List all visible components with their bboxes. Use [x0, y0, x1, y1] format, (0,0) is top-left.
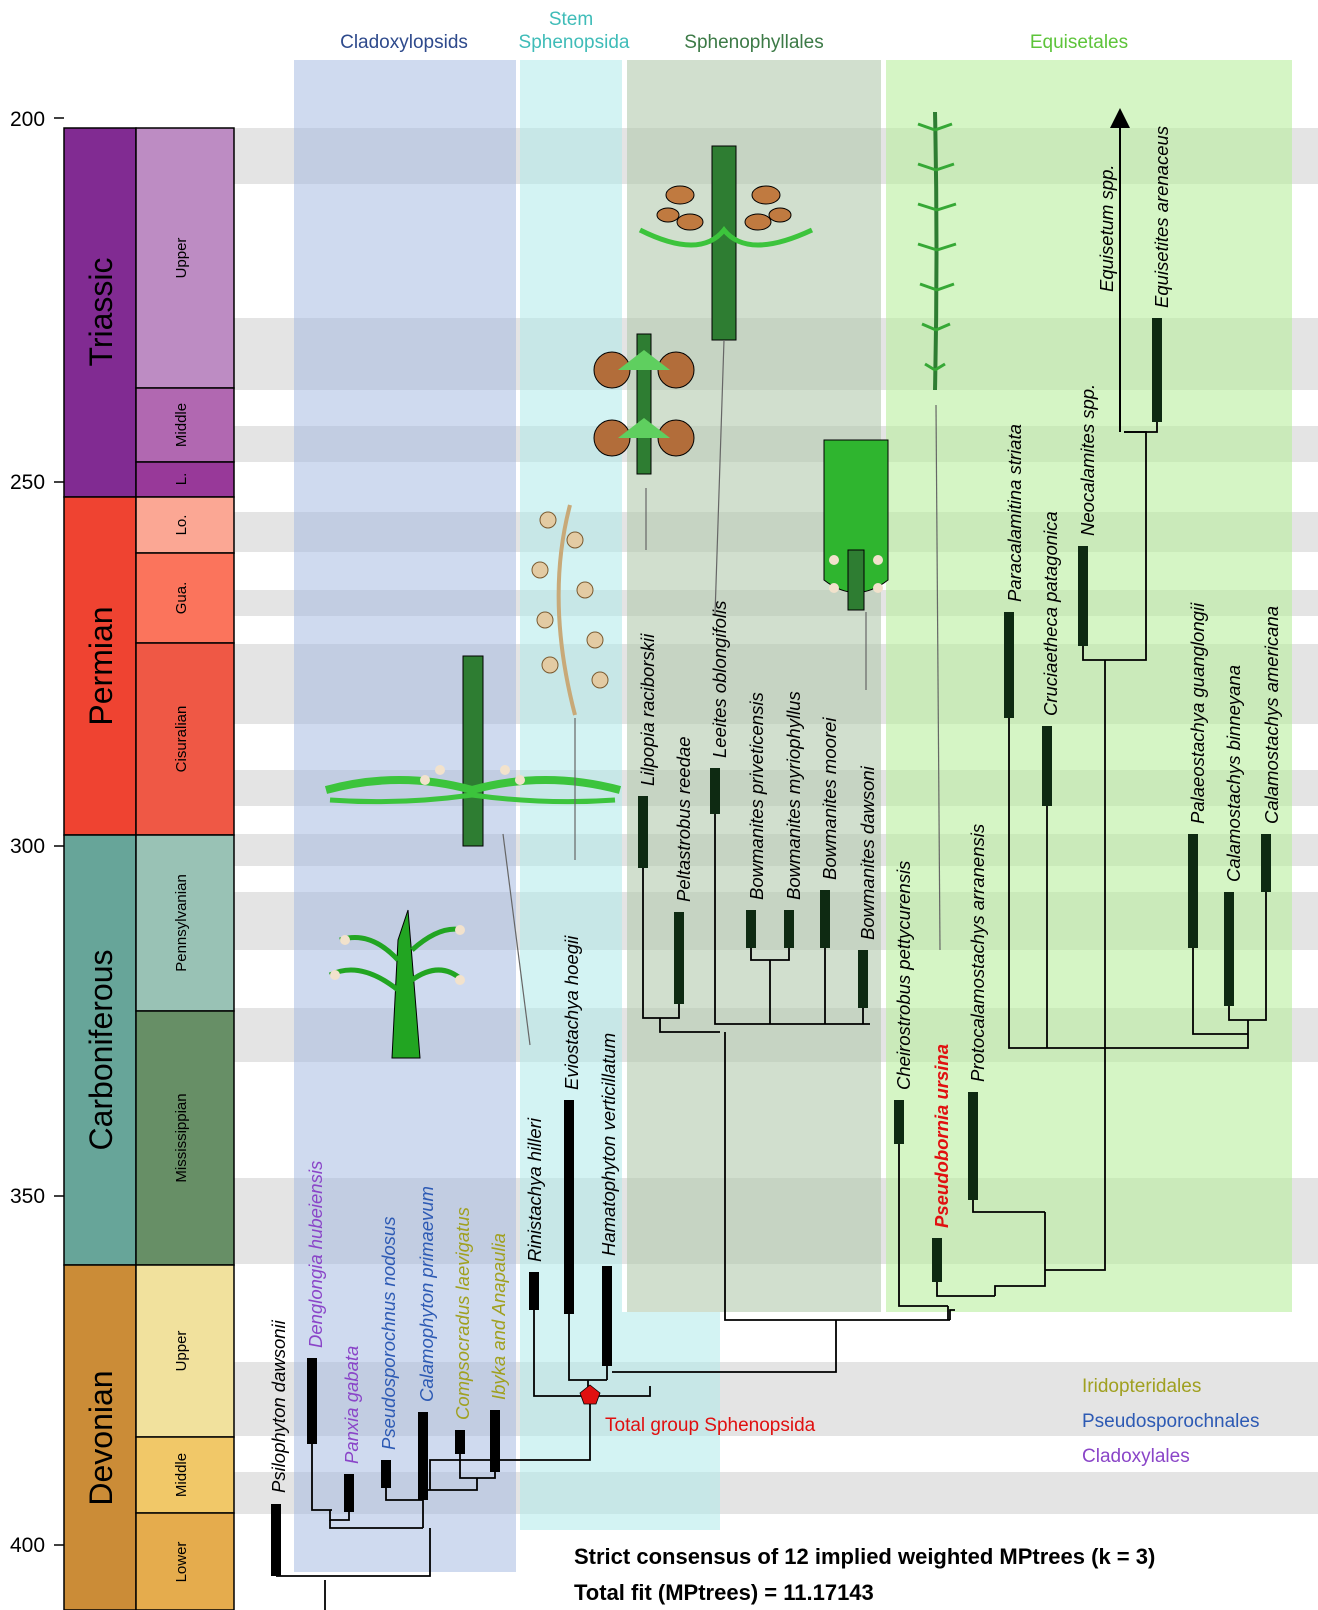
equisetales-heading: Equisetales: [1030, 32, 1128, 53]
taxon-protocalamo: Protocalamostachys arranensis: [967, 824, 988, 1082]
epoch-cisuralian: Cisuralian: [173, 706, 190, 773]
permian-label: Permian: [83, 606, 119, 725]
tick-400: 400: [10, 1534, 45, 1557]
range-bars-dark: [638, 318, 1271, 1282]
epoch-mississippian: Mississippian: [173, 1093, 190, 1182]
taxon-psilophyton: Psilophyton dawsonii: [268, 1319, 289, 1493]
taxon-panxia: Panxia gabata: [341, 1346, 362, 1464]
taxon-lilpopia: Lilpopia raciborskii: [637, 633, 658, 786]
period-column: [63, 127, 137, 1610]
taxon-calamostachys-a: Calamostachys americana: [1261, 606, 1282, 824]
plant-illustration-lilpopia: [593, 333, 695, 475]
taxon-hamatophyton: Hamatophyton verticillatum: [598, 1033, 619, 1256]
tick-350: 350: [10, 1185, 45, 1208]
carboniferous-label: Carboniferous: [83, 950, 119, 1151]
epoch-tri-middle: Middle: [173, 403, 190, 447]
taxon-bow-privet: Bowmanites priveticensis: [746, 692, 767, 900]
taxon-pseudosporochnus: Pseudosporochnus nodosus: [378, 1217, 399, 1450]
epoch-pennsylvanian: Pennsylvanian: [173, 874, 190, 972]
triassic-label: Triassic: [83, 257, 119, 366]
devonian-label: Devonian: [83, 1370, 119, 1505]
range-bars: [271, 1100, 612, 1576]
caption-line2: Total fit (MPtrees) = 11.17143: [574, 1580, 874, 1605]
taxon-rinistachya: Rinistachya hilleri: [524, 1117, 545, 1262]
epoch-tri-lower: L.: [173, 473, 190, 486]
taxon-palaeostachya: Palaeostachya guanglongii: [1187, 602, 1208, 824]
taxon-calamophyton: Calamophyton primaevum: [416, 1186, 437, 1402]
sphenophyllales-box: [627, 60, 881, 1312]
permian-cell: [63, 496, 137, 836]
plant-illustration-calamophyton: [328, 909, 465, 1059]
epoch-lopingian: Lo.: [173, 515, 190, 536]
epoch-guadalupian: Gua.: [173, 582, 190, 615]
epoch-dev-middle: Middle: [173, 1453, 190, 1497]
legend-iridopteridales: Iridopteridales: [1082, 1376, 1201, 1397]
legend-pseudosporochnales: Pseudosporochnales: [1082, 1411, 1259, 1432]
plant-illustration-pseudobornia: [917, 111, 957, 391]
caption-line1: Strict consensus of 12 implied weighted …: [574, 1544, 1155, 1569]
taxon-cruciaetheca: Cruciaetheca patagonica: [1040, 511, 1061, 716]
stem-heading-line2: Sphenopsida: [519, 32, 630, 53]
taxon-ibyka: Ibyka and Anapaulia: [488, 1233, 509, 1400]
taxon-paracalamitina: Paracalamitina striata: [1004, 424, 1025, 602]
stem-sphenopsida-box-lower: [622, 1312, 720, 1530]
tick-300: 300: [10, 835, 45, 858]
tree-branches: [276, 422, 1267, 1610]
taxon-neocalamites: Neocalamites spp.: [1077, 384, 1098, 536]
leader-lines: [502, 339, 941, 1046]
epoch-dev-upper: Upper: [173, 1331, 190, 1372]
epoch-dev-lower: Lower: [173, 1542, 190, 1583]
taxon-calamostachys-b: Calamostachys binneyana: [1223, 665, 1244, 882]
epoch-column: [135, 127, 235, 1610]
plant-illustration-eviostachya: [531, 504, 609, 716]
taxon-equisetites: Equisetites arenaceus: [1151, 126, 1172, 308]
taxon-bow-myrio: Bowmanites myriophyllus: [783, 691, 804, 900]
taxon-compsocradus: Compsocradus laevigatus: [452, 1207, 473, 1420]
taxon-eviostachya: Eviostachya hoegii: [561, 935, 582, 1090]
taxon-pseudobornia: Pseudobornia ursina: [931, 1044, 952, 1228]
cladoxylopsids-heading: Cladoxylopsids: [340, 32, 468, 53]
total-group-sphenopsida-node: [579, 1384, 601, 1405]
taxon-bow-moorei: Bowmanites moorei: [819, 717, 840, 880]
equisetales-box: [886, 60, 1292, 1312]
tick-250: 250: [10, 471, 45, 494]
tick-200: 200: [10, 108, 45, 131]
time-scale: 200 250 300 350 400: [10, 108, 64, 1557]
taxon-labels: Psilophyton dawsonii Denglongia hubeiens…: [268, 126, 1282, 1493]
sphenophyllales-heading: Sphenophyllales: [684, 32, 823, 53]
taxon-cheirostrobus: Cheirostrobus pettycurensis: [893, 861, 914, 1090]
epoch-tri-upper: Upper: [173, 238, 190, 279]
taxon-peltastrobus: Peltastrobus reedae: [673, 736, 694, 902]
total-group-sphenopsida-label: Total group Sphenopsida: [605, 1415, 816, 1436]
taxon-equisetum: Equisetum spp.: [1096, 164, 1117, 292]
plant-illustration-sphenophyllum-whorl: [638, 145, 814, 341]
stem-heading-line1: Stem: [549, 9, 593, 30]
plant-illustration-bowmanites-strobilus: [823, 439, 889, 611]
plant-illustration-stem-whorl: [324, 655, 622, 847]
taxon-denglongia: Denglongia hubeiensis: [305, 1161, 326, 1348]
taxon-leeites: Leeites oblongifolis: [709, 601, 730, 758]
legend-cladoxylales: Cladoxylales: [1082, 1446, 1190, 1467]
taxon-bow-dawsoni: Bowmanites dawsoni: [857, 765, 878, 940]
